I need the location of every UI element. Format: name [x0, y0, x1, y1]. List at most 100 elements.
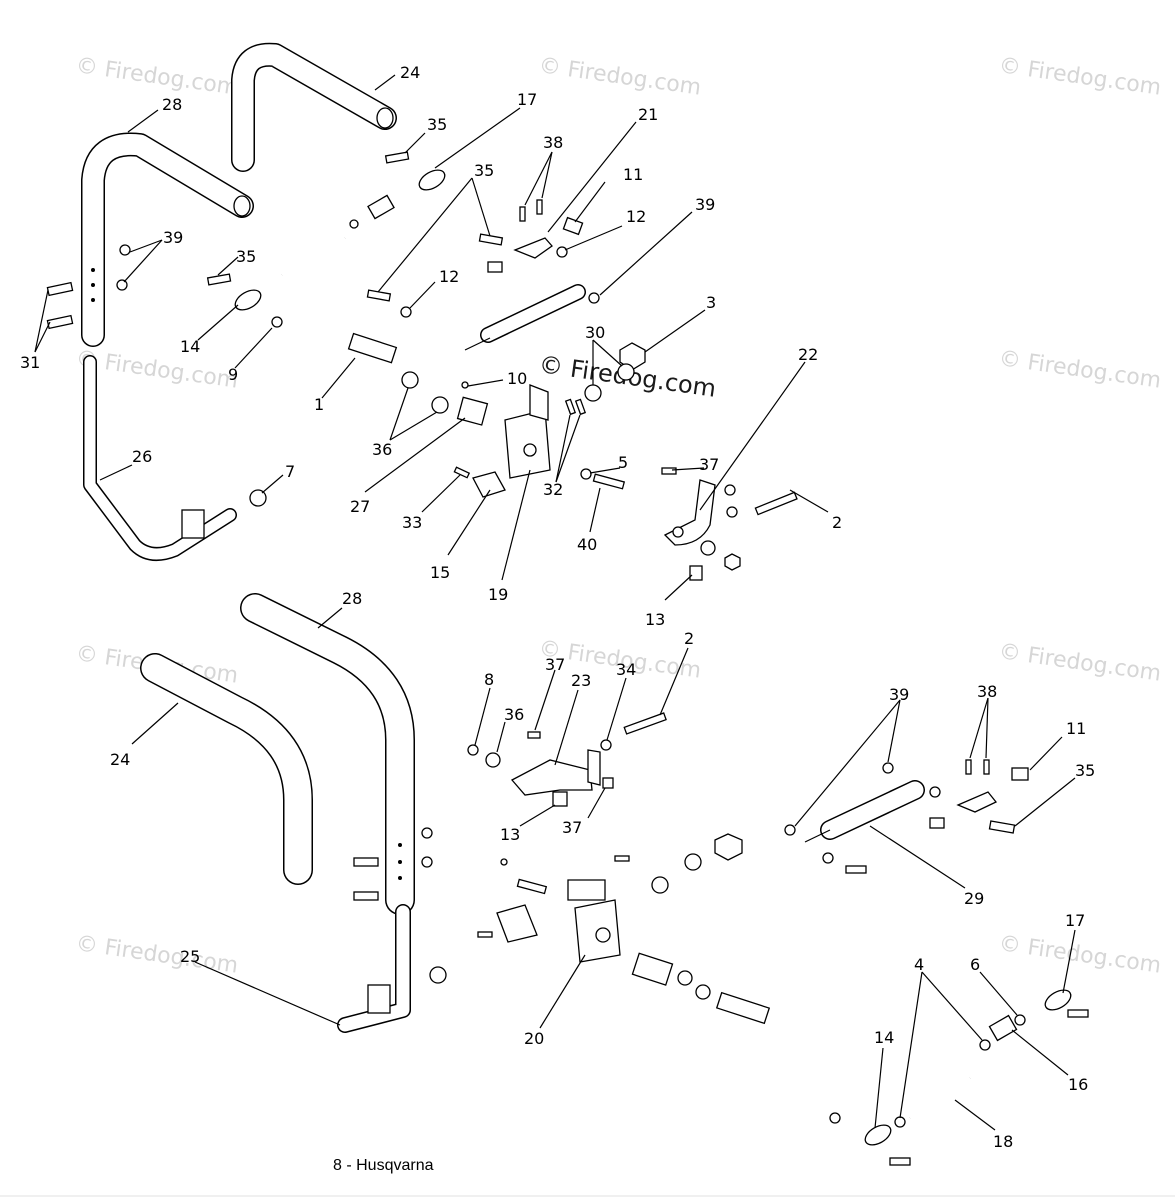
- pin-37: [602, 777, 614, 789]
- washer-30: [584, 384, 602, 402]
- nut-9: [271, 316, 283, 328]
- nut-39: [784, 824, 796, 836]
- callout-label: 24: [110, 750, 130, 769]
- watermark: © Firedog.com: [74, 931, 240, 979]
- callout-label: 36: [372, 440, 392, 459]
- screw-38: [519, 206, 526, 222]
- bolt: [845, 865, 867, 874]
- callout-label: 25: [180, 947, 200, 966]
- bolt-1: [715, 991, 771, 1025]
- bolt: [1067, 1009, 1089, 1018]
- watermark: © Firedog.com: [74, 53, 240, 101]
- callout-label: 28: [162, 95, 182, 114]
- rod-end-14: [864, 1124, 892, 1146]
- nut: [726, 506, 738, 518]
- callout-label: 21: [638, 105, 658, 124]
- watermark: © Firedog.com: [74, 346, 240, 394]
- rod-end-17: [1044, 989, 1072, 1011]
- watermark: © Firedog.com: [537, 53, 703, 101]
- nut-4: [894, 1116, 906, 1128]
- rod-end-14: [234, 289, 262, 311]
- nut: [714, 833, 743, 861]
- nut-6: [1014, 1014, 1026, 1026]
- callout-label: 36: [504, 705, 524, 724]
- screw: [477, 931, 493, 938]
- bolt-35: [384, 151, 410, 164]
- nut: [421, 856, 433, 868]
- clip-13: [552, 791, 568, 807]
- screw: [614, 855, 630, 862]
- rod-end-17: [418, 169, 446, 191]
- clip: [487, 261, 503, 273]
- callout-label: 26: [132, 447, 152, 466]
- page-caption: 8 - Husqvarna: [333, 1157, 434, 1174]
- screw-38: [965, 759, 972, 775]
- bolt: [353, 891, 379, 901]
- bracket-23: [510, 749, 601, 796]
- callout-label: 17: [1065, 911, 1085, 930]
- callout-label: 38: [977, 682, 997, 701]
- callout-label: 6: [970, 955, 980, 974]
- bolt-2: [623, 712, 667, 735]
- callout-label: 2: [832, 513, 842, 532]
- bolt: [889, 1157, 911, 1166]
- nut: [829, 1112, 841, 1124]
- washer: [677, 970, 693, 986]
- callout-label: 35: [427, 115, 447, 134]
- top-assembly: [46, 42, 798, 581]
- screw-38: [536, 199, 543, 215]
- bolt-40: [592, 473, 626, 490]
- callout-label: 39: [163, 228, 183, 247]
- callout-label: 32: [543, 480, 563, 499]
- nut-39: [588, 292, 600, 304]
- washer: [695, 984, 711, 1000]
- screw-32: [574, 398, 587, 416]
- callout-label: 39: [695, 195, 715, 214]
- rod-18: [909, 1076, 971, 1120]
- callout-label: 5: [618, 453, 628, 472]
- callout-labels: 24 28 35 17 38 21 35 11 12 39 39 35 12 3…: [20, 63, 1095, 1151]
- lower-tube-26: [83, 355, 237, 561]
- screw-37: [527, 731, 541, 739]
- callout-label: 37: [545, 655, 565, 674]
- nut-39: [119, 244, 131, 256]
- callout-label: 14: [874, 1028, 894, 1047]
- callout-label: 34: [616, 660, 636, 679]
- washer: [700, 540, 716, 556]
- nut-34: [600, 739, 612, 751]
- switch-15: [472, 471, 506, 498]
- handle-tube-28-bottom: [240, 593, 415, 915]
- washer: [429, 966, 447, 984]
- callout-label: 31: [20, 353, 40, 372]
- bracket-19: [504, 384, 551, 479]
- callout-label: 13: [645, 610, 665, 629]
- screw-38: [983, 759, 990, 775]
- bolt-35: [988, 820, 1016, 834]
- bolt-31: [46, 281, 74, 297]
- callout-label: 18: [993, 1132, 1013, 1151]
- callout-label: 7: [285, 462, 295, 481]
- clip-13: [689, 565, 703, 581]
- nut: [929, 786, 941, 798]
- bushing: [631, 952, 674, 986]
- nut-3: [619, 342, 646, 371]
- watermark: © Firedog.com: [997, 931, 1163, 979]
- bolt-35: [478, 233, 504, 246]
- watermark: © Firedog.com: [997, 53, 1163, 101]
- callout-label: 30: [585, 323, 605, 342]
- nut-12: [400, 306, 412, 318]
- callout-label: 40: [577, 535, 597, 554]
- clip-11: [562, 216, 584, 236]
- gas-cylinder-top: [464, 284, 586, 351]
- bolt-35: [206, 273, 232, 286]
- callout-label: 37: [562, 818, 582, 837]
- callout-label: 13: [500, 825, 520, 844]
- callout-label: 27: [350, 497, 370, 516]
- screw-37: [661, 467, 677, 475]
- bracket-22: [663, 479, 716, 546]
- callout-label: 16: [1068, 1075, 1088, 1094]
- callout-label: 37: [699, 455, 719, 474]
- nut-5: [580, 468, 592, 480]
- washer: [684, 853, 702, 871]
